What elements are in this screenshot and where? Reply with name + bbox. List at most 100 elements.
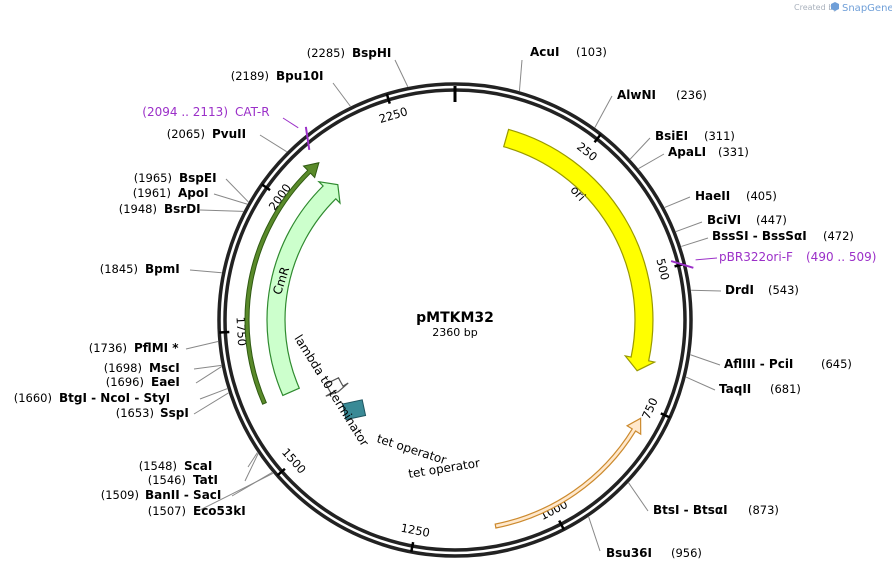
svg-text:(1698): (1698) [104, 361, 142, 375]
site-label-eaei[interactable]: (1696)EaeI [106, 375, 180, 389]
site-label-apali[interactable]: ApaLI (331) [668, 145, 749, 159]
leader-line [681, 237, 709, 247]
site-label-bpmi[interactable]: (1845)BpmI [100, 262, 180, 276]
snapgene-logo [831, 2, 839, 11]
site-label-afliii[interactable]: AflIII - PciI(645) [724, 357, 852, 371]
site-label-sspi[interactable]: (1653)SspI [116, 406, 189, 420]
primer-marks [282, 117, 718, 269]
svg-text:BanII - SacI: BanII - SacI [145, 488, 221, 502]
tick-2000 [261, 183, 271, 192]
site-label-bspei[interactable]: (1965) BspEI [134, 171, 217, 185]
site-label-bcivi[interactable]: BciVI(447) [707, 213, 787, 227]
feature-lambda-t0-terminator-arrow[interactable] [325, 376, 349, 397]
site-label-banii[interactable]: (1509) BanII - SacI [101, 488, 222, 502]
site-label-acui[interactable]: AcuI(103) [530, 45, 607, 59]
svg-text:BspEI: BspEI [179, 171, 217, 185]
site-label-bpu10i[interactable]: (2189)Bpu10I [231, 69, 324, 83]
svg-text:TaqII: TaqII [719, 382, 751, 396]
svg-text:BsrDI: BsrDI [164, 202, 201, 216]
plasmid-name: pMTKM32 [416, 310, 494, 326]
svg-text:(490 .. 509): (490 .. 509) [806, 250, 876, 264]
site-label-drdi[interactable]: DrdI(543) [725, 283, 799, 297]
site-label-btgi[interactable]: (1660)BtgI - NcoI - StyI [14, 391, 170, 405]
primer-label-cat-r[interactable]: (2094 .. 2113)CAT-R [142, 105, 269, 119]
tick-1000 [558, 519, 565, 530]
tick-label-250: 250 [574, 139, 600, 164]
svg-text:(1548): (1548) [139, 459, 177, 473]
site-label-haeii[interactable]: HaeII (405) [695, 189, 777, 203]
leader-line [691, 289, 722, 292]
site-label-taqii[interactable]: TaqII(681) [719, 382, 801, 396]
svg-text:ApaLI: ApaLI [668, 145, 706, 159]
svg-text:(645): (645) [821, 357, 852, 371]
feature-ori-arrow[interactable] [502, 128, 657, 372]
leader-line [225, 178, 249, 203]
leader-line [199, 388, 228, 400]
svg-text:(447): (447) [756, 213, 787, 227]
leader-line [690, 354, 721, 366]
site-label-scai[interactable]: (1548)ScaI [139, 459, 213, 473]
svg-text:(1546): (1546) [148, 473, 186, 487]
svg-text:(873): (873) [748, 503, 779, 517]
leader-line [247, 452, 258, 468]
svg-text:(1509): (1509) [101, 488, 139, 502]
site-label-alwni[interactable]: AlwNI(236) [617, 88, 707, 102]
leader-line [518, 59, 523, 91]
site-label-tati[interactable]: (1546) TatI [148, 473, 218, 487]
site-label-pflmi[interactable]: (1736) PflMI * [89, 341, 180, 355]
svg-text:(236): (236) [676, 88, 707, 102]
site-label-bsu36i[interactable]: Bsu36I(956) [606, 546, 702, 560]
tick-750 [660, 412, 671, 419]
tick-label-750: 750 [639, 396, 661, 422]
svg-text:(1507): (1507) [148, 504, 186, 518]
feature-ampr-promoter-arrow[interactable] [494, 417, 642, 529]
feature-tet-operator-box[interactable] [342, 399, 367, 421]
svg-text:(405): (405) [746, 189, 777, 203]
feature-cmr-outer-track [244, 162, 320, 405]
site-label-bsssi[interactable]: BssSI - BssSαI(472) [712, 229, 854, 243]
leader-line [685, 376, 716, 391]
svg-text:(1736): (1736) [89, 341, 127, 355]
leader-line [231, 471, 273, 497]
primer-mark-0 [670, 260, 694, 269]
leader-line [199, 209, 244, 212]
site-label-bsrdi[interactable]: (1948) BsrDI [119, 202, 201, 216]
snapgene-brand-text: SnapGene [842, 3, 892, 14]
svg-text:(956): (956) [671, 546, 702, 560]
svg-text:HaeII: HaeII [695, 189, 730, 203]
svg-text:TatI: TatI [193, 473, 218, 487]
svg-text:BssSI - BssSαI: BssSI - BssSαI [712, 229, 807, 243]
primer-mark-1 [304, 126, 311, 151]
svg-text:PflMI *: PflMI * [134, 341, 179, 355]
site-label-msci[interactable]: (1698)MscI [104, 361, 180, 375]
features [244, 128, 657, 529]
leader-line [213, 193, 248, 205]
site-label-eco53ki[interactable]: (1507)Eco53kI [148, 504, 246, 518]
site-label-bsphi[interactable]: (2285)BspHI [307, 46, 392, 60]
leader-line [185, 341, 219, 350]
site-label-btsi[interactable]: BtsI - BtsαI(873) [653, 503, 779, 517]
primer-leader-line [695, 257, 718, 261]
leader-line [189, 269, 222, 274]
primer-label-pbr322ori-f[interactable]: pBR322ori-F (490 .. 509) [719, 250, 876, 264]
leader-line [193, 392, 229, 415]
site-label-bsiei[interactable]: BsiEI(311) [655, 129, 735, 143]
site-label-apoi[interactable]: (1961)ApoI [133, 186, 209, 200]
site-label-pvuii[interactable]: (2065)PvuII [167, 127, 246, 141]
feature-cmr-arrow[interactable] [266, 180, 341, 397]
svg-text:ApoI: ApoI [178, 186, 209, 200]
svg-text:pBR322ori-F: pBR322ori-F [719, 250, 793, 264]
leader-line [332, 82, 351, 107]
tick-label-500: 500 [653, 257, 672, 282]
tick-label-1250: 1250 [400, 521, 431, 540]
tick-1750 [219, 330, 230, 334]
svg-text:(1965): (1965) [134, 171, 172, 185]
svg-text:(1948): (1948) [119, 202, 157, 216]
feature-label-lambda-t0-terminator: lambda t0 terminator [291, 332, 371, 449]
svg-text:(2189): (2189) [231, 69, 269, 83]
tick-250 [593, 133, 602, 144]
svg-text:(331): (331) [718, 145, 749, 159]
svg-text:SspI: SspI [160, 406, 189, 420]
